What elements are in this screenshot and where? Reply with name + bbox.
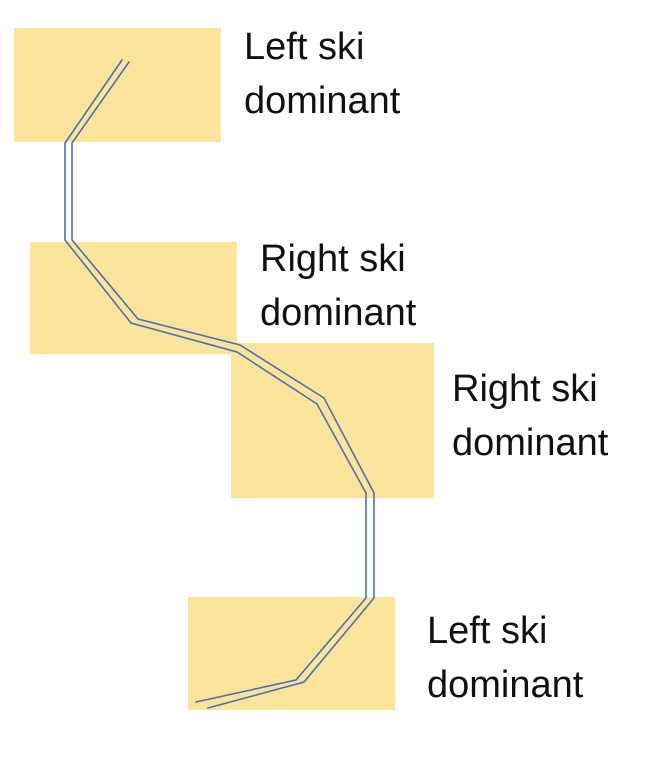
zone-label-4-line-1: Left ski <box>427 610 548 652</box>
left-ski-track <box>64 59 367 703</box>
zone-label-2: Right ski dominant <box>260 232 416 340</box>
right-ski-track <box>71 61 375 709</box>
zone-label-1-line-1: Left ski <box>244 26 365 68</box>
zone-label-1-line-2: dominant <box>244 80 401 122</box>
zone-label-3-line-2: dominant <box>452 422 609 464</box>
turn-zone-4 <box>188 597 395 710</box>
zone-label-3-line-1: Right ski <box>452 368 598 410</box>
turn-zone-1 <box>14 28 221 142</box>
zone-label-2-line-1: Right ski <box>260 238 406 280</box>
zone-label-4: Left ski dominant <box>427 604 583 712</box>
turn-zone-3 <box>231 343 434 498</box>
zone-label-3: Right ski dominant <box>452 362 608 470</box>
zone-label-2-line-2: dominant <box>260 292 417 334</box>
zone-label-1: Left ski dominant <box>244 20 400 128</box>
zone-label-4-line-2: dominant <box>427 664 584 706</box>
